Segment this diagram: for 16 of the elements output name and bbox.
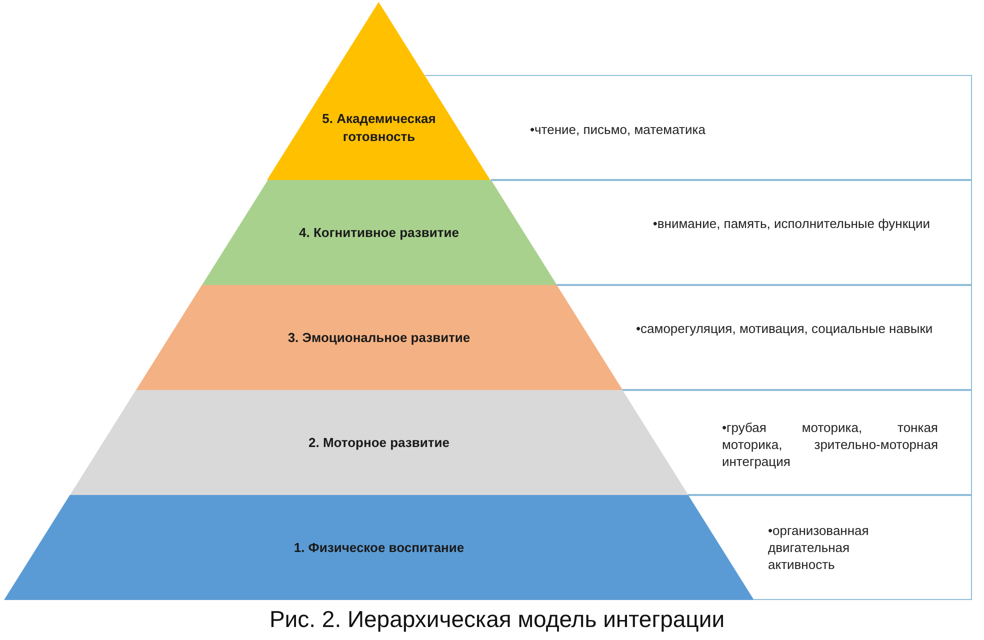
description-text: •внимание, память, исполнительные функции <box>652 215 930 232</box>
description-text: •организованная двигательная активность <box>768 522 870 573</box>
description-box <box>622 285 972 390</box>
description-box <box>754 495 972 600</box>
description-box <box>490 75 972 180</box>
description-text: •чтение, письмо, математика <box>530 121 706 138</box>
description-text: •грубая моторика, тонкая моторика, зрительно-моторная интеграция <box>722 419 938 470</box>
description-box <box>556 180 972 285</box>
figure-caption: Рис. 2. Иерархическая модель интеграции <box>268 605 726 634</box>
description-box <box>688 390 972 495</box>
level-label: 3. Эмоциональное развитие <box>286 329 472 347</box>
level-label: 4. Когнитивное развитие <box>298 224 460 242</box>
level-label: 2. Моторное развитие <box>307 434 450 452</box>
description-text: •саморегуляция, мотивация, социальные навыки <box>636 320 934 337</box>
level-label: 5. Академическая готовность <box>321 110 437 146</box>
level-label: 1. Физическое воспитание <box>292 539 466 557</box>
